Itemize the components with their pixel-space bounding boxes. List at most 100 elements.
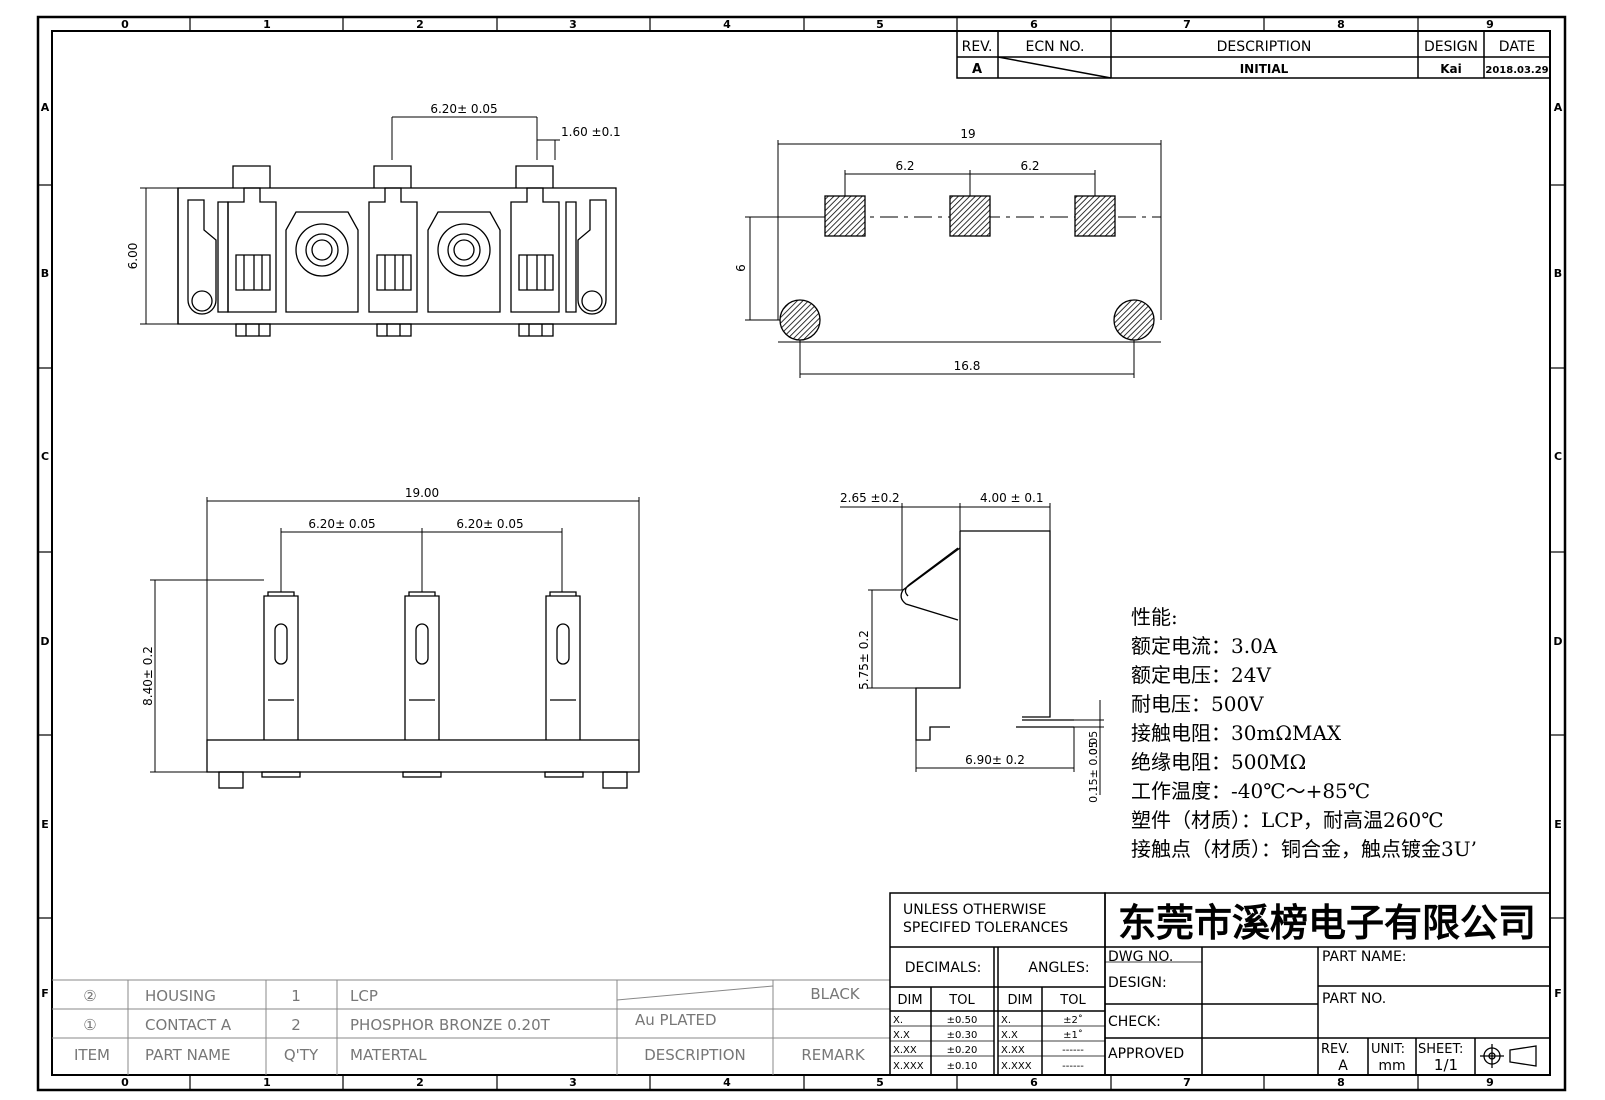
spec-line: 接触电阻：30mΩMAX [1131, 721, 1342, 745]
border-row-labels: A B C D E F A B C D E F [40, 101, 1562, 1000]
col-label: 7 [1183, 1076, 1191, 1089]
row-label: C [1554, 450, 1562, 463]
bom-qty: 1 [291, 987, 301, 1005]
tolerance-title-1: UNLESS OTHERWISE [903, 902, 1046, 918]
bom-header-material: MATERTAL [350, 1046, 427, 1064]
angle-dim: X.X [1001, 1030, 1018, 1041]
front-view [177, 165, 617, 337]
side-view [900, 530, 1074, 741]
bom-header-qty: Q'TY [284, 1046, 319, 1064]
tol-dim: X.XXX [893, 1061, 924, 1072]
angle-value: ±2˚ [1063, 1014, 1083, 1026]
part-name-label: PART NAME: [1322, 949, 1407, 965]
rev-value: A [1338, 1058, 1348, 1074]
col-label: 6 [1030, 1076, 1038, 1089]
design-value: Kai [1440, 62, 1462, 76]
specifications: 性能: 额定电流：3.0A 额定电压：24V 耐电压：500V 接触电阻：30m… [1131, 605, 1477, 861]
col-label: 8 [1337, 18, 1345, 31]
tolerance-block: UNLESS OTHERWISE SPECIFED TOLERANCES DEC… [889, 892, 1106, 1076]
col-label: 3 [569, 1076, 577, 1089]
row-label: E [1554, 818, 1562, 831]
side-dim-b: 4.00 ± 0.1 [980, 491, 1044, 505]
pcb-layout-view [745, 140, 1162, 378]
spec-line: 工作温度：-40℃～+85℃ [1131, 779, 1370, 803]
side-dim-c: 5.75± 0.2 [857, 630, 871, 690]
tol-value: ±0.20 [947, 1045, 978, 1056]
pcb-pad [824, 195, 866, 237]
ecn-header: ECN NO. [1026, 39, 1085, 55]
front-pin-dim: 1.60 ±0.1 [561, 125, 621, 139]
bom-name: HOUSING [145, 987, 216, 1005]
spec-line: 耐电压：500V [1131, 692, 1264, 716]
col-label: 3 [569, 18, 577, 31]
bom-header-name: PART NAME [145, 1046, 231, 1064]
bom-description: Au PLATED [635, 1011, 717, 1029]
pcb-width-dim: 19 [960, 127, 975, 141]
row-label: E [41, 818, 49, 831]
bom-qty: 2 [291, 1016, 301, 1034]
col-label: 5 [876, 1076, 884, 1089]
approved-label: APPROVED [1108, 1046, 1184, 1062]
bom-header-item: ITEM [74, 1046, 110, 1064]
check-label: CHECK: [1108, 1014, 1161, 1030]
bom-material: LCP [350, 987, 378, 1005]
col-label: 7 [1183, 18, 1191, 31]
pcb-holes-dim: 16.8 [954, 359, 981, 373]
pcb-height-dim: 6 [734, 264, 748, 272]
bom-table: ② HOUSING 1 LCP BLACK ① CONTACT A 2 PHOS… [52, 979, 890, 1075]
col-label: 2 [416, 1076, 424, 1089]
col-label: 1 [263, 18, 271, 31]
sheet-value: 1/1 [1434, 1056, 1458, 1074]
row-label: D [1553, 635, 1562, 648]
tol-header: TOL [948, 993, 975, 1008]
pcb-pitch2-dim: 6.2 [1020, 159, 1039, 173]
col-label: 4 [723, 1076, 731, 1089]
row-label: D [40, 635, 49, 648]
angle-value: ±1˚ [1063, 1029, 1083, 1041]
col-label: 9 [1486, 1076, 1494, 1089]
border-ticks [38, 17, 1565, 1090]
angle-value: ------ [1062, 1061, 1084, 1072]
spec-line: 塑件（材质）：LCP，耐高温260℃ [1131, 808, 1444, 832]
part-no-label: PART NO. [1322, 991, 1386, 1007]
top-pitch1-dim: 6.20± 0.05 [308, 517, 375, 531]
angle-dim: X. [1001, 1015, 1011, 1026]
angle-value: ------ [1062, 1045, 1084, 1056]
side-dim-f: 0.15± 0.05 [1087, 741, 1100, 803]
spec-line: 接触点（材质）：铜合金，触点镀金3U’ [1131, 837, 1477, 861]
col-label: 8 [1337, 1076, 1345, 1089]
date-header: DATE [1499, 39, 1535, 55]
side-view-dimensions [840, 503, 1104, 795]
row-label: F [1554, 987, 1562, 1000]
design-label: DESIGN: [1108, 975, 1167, 991]
tol-dim: X.XX [893, 1045, 917, 1056]
row-label: B [41, 267, 49, 280]
specs-title: 性能: [1131, 605, 1178, 629]
front-view-dimensions [140, 116, 560, 325]
top-width-dim: 19.00 [405, 486, 439, 500]
row-label: A [41, 101, 50, 114]
dwg-no-label: DWG NO. [1108, 949, 1173, 965]
top-view-dimensions [150, 497, 640, 773]
col-label: 1 [263, 1076, 271, 1089]
row-label: A [1554, 101, 1563, 114]
row-label: B [1554, 267, 1562, 280]
col-label: 9 [1486, 18, 1494, 31]
col-label: 6 [1030, 18, 1038, 31]
bom-item: ① [83, 1016, 96, 1034]
tol-dim: X.X [893, 1030, 910, 1041]
angle-dim: X.XX [1001, 1045, 1025, 1056]
spec-line: 额定电压：24V [1131, 663, 1271, 687]
side-dim-a: 2.65 ±0.2 [840, 491, 900, 505]
border-column-labels: 0 1 2 3 4 5 6 7 8 9 0 1 2 3 4 5 6 7 8 9 [121, 18, 1494, 1089]
top-pitch2-dim: 6.20± 0.05 [456, 517, 523, 531]
col-label: 2 [416, 18, 424, 31]
col-label: 0 [121, 1076, 129, 1089]
bom-material: PHOSPHOR BRONZE 0.20T [350, 1016, 551, 1034]
tol-header: TOL [1059, 993, 1086, 1008]
tol-value: ±0.50 [947, 1015, 978, 1026]
pcb-pad [1074, 195, 1116, 237]
bom-header-description: DESCRIPTION [644, 1046, 746, 1064]
projection-symbol-icon [1480, 1044, 1537, 1068]
